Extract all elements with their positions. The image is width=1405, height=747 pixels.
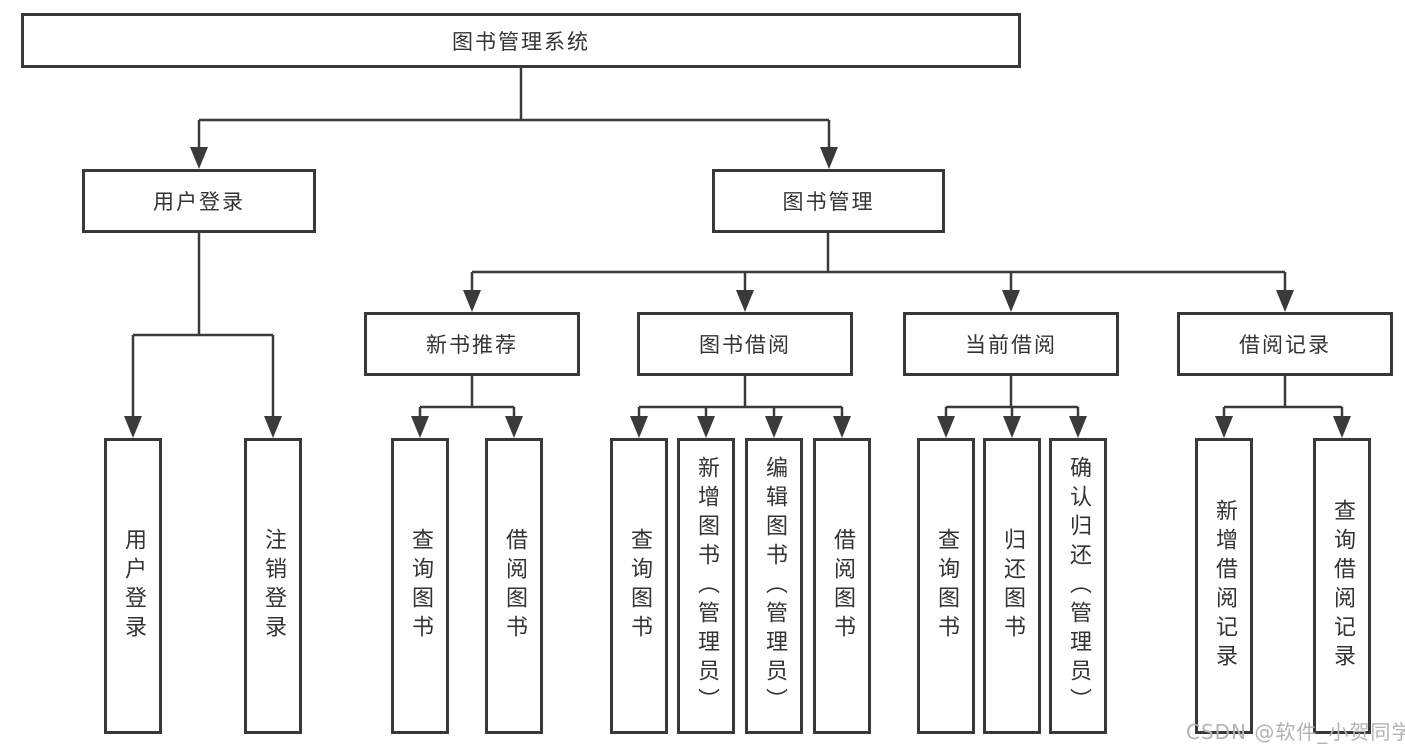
node-leaf-query-books-recommend: 查询图书: [391, 438, 449, 734]
node-leaf-borrow-books-recommend: 借阅图书: [485, 438, 543, 734]
node-label: 图书管理系统: [452, 29, 590, 54]
node-leaf-query-books-current: 查询图书: [917, 438, 975, 734]
node-leaf-edit-book-admin: 编辑图书（管理员）: [745, 438, 803, 734]
node-label: 图书借阅: [699, 333, 791, 357]
node-leaf-query-borrow-record: 查询借阅记录: [1313, 438, 1371, 734]
node-book-management: 图书管理: [712, 169, 945, 233]
node-label: 注销登录: [261, 528, 286, 644]
node-label: 编辑图书（管理员）: [762, 455, 787, 717]
node-label: 借阅记录: [1239, 333, 1331, 357]
node-leaf-add-borrow-record: 新增借阅记录: [1195, 438, 1253, 734]
node-label: 归还图书: [1000, 528, 1025, 644]
node-label: 新书推荐: [426, 333, 518, 357]
node-leaf-borrow-books: 借阅图书: [813, 438, 871, 734]
node-label: 查询借阅记录: [1330, 499, 1355, 673]
node-label: 用户登录: [153, 190, 245, 214]
csdn-watermark: CSDN @软件_小贺同学: [1186, 720, 1405, 744]
node-new-book-recommend: 新书推荐: [364, 312, 580, 376]
node-leaf-logout: 注销登录: [244, 438, 302, 734]
node-leaf-add-book-admin: 新增图书（管理员）: [677, 438, 735, 734]
node-label: 查询图书: [408, 528, 433, 644]
node-label: 借阅图书: [502, 528, 527, 644]
node-leaf-return-book: 归还图书: [983, 438, 1041, 734]
node-book-borrow: 图书借阅: [637, 312, 853, 376]
node-current-borrow: 当前借阅: [903, 312, 1119, 376]
node-label: 查询图书: [934, 528, 959, 644]
node-label: 当前借阅: [965, 333, 1057, 357]
node-leaf-confirm-return-admin: 确认归还（管理员）: [1049, 438, 1107, 734]
node-leaf-query-books-borrow: 查询图书: [610, 438, 668, 734]
node-label: 借阅图书: [830, 528, 855, 644]
node-label: 确认归还（管理员）: [1066, 455, 1091, 717]
node-label: 图书管理: [782, 190, 875, 214]
node-label: 查询图书: [627, 528, 652, 644]
node-label: 用户登录: [121, 528, 146, 644]
node-label: 新增借阅记录: [1212, 499, 1237, 673]
node-borrow-records: 借阅记录: [1177, 312, 1393, 376]
node-leaf-user-login: 用户登录: [104, 438, 162, 734]
node-user-login: 用户登录: [82, 169, 316, 233]
node-label: 新增图书（管理员）: [694, 455, 719, 717]
node-root: 图书管理系统: [21, 13, 1021, 68]
